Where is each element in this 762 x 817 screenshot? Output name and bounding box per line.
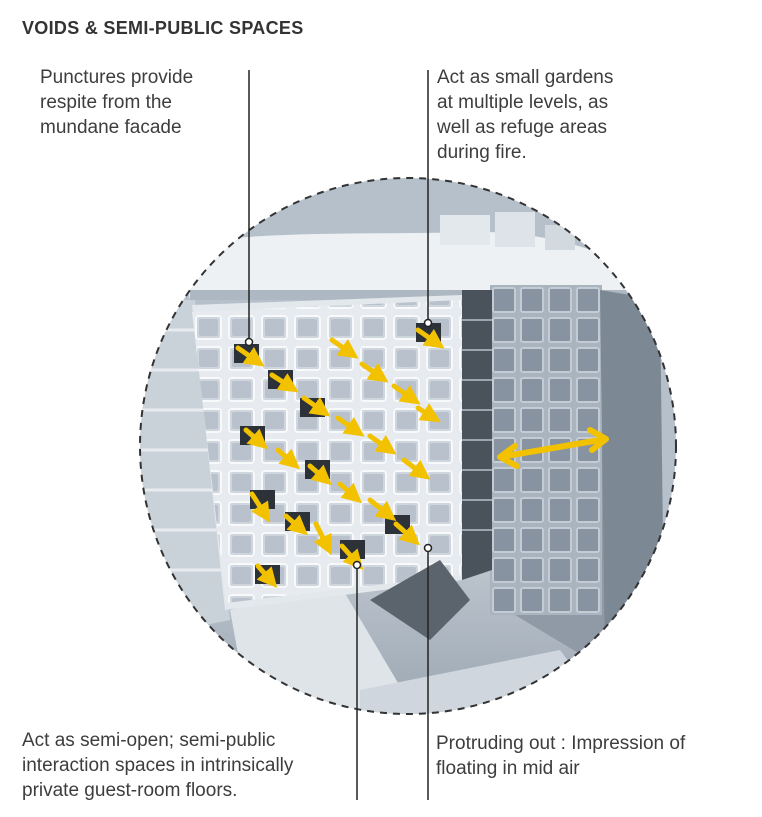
scene-contents <box>140 178 676 714</box>
leader-lines <box>244 70 433 800</box>
double-arrow-icon <box>497 427 609 469</box>
focus-circle <box>139 177 677 715</box>
annotation-punctures: Punctures provide respite from the munda… <box>40 67 194 138</box>
annotation-gardens: Act as small gardens at multiple levels,… <box>437 67 614 163</box>
annotation-semi-open: Act as semi-open; semi-public interactio… <box>22 730 294 801</box>
arrow-icon <box>235 327 445 589</box>
annotation-protruding: Protruding out : Impression of floating … <box>436 733 686 779</box>
diagram-title: VOIDS & SEMI-PUBLIC SPACES <box>22 18 304 38</box>
